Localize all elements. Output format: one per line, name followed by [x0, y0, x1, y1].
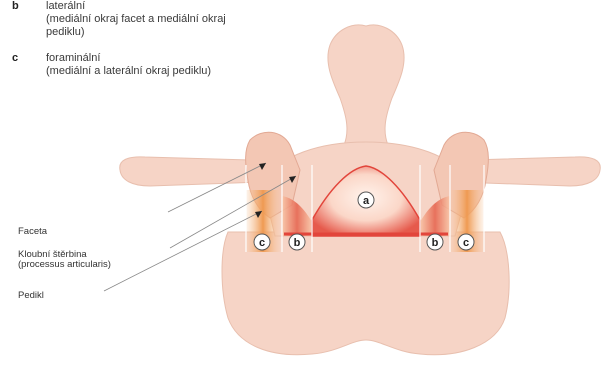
transverse-process-left: [120, 157, 262, 186]
callout-kloubni-sterbina: Kloubní štěrbina: [18, 249, 87, 260]
callout-faceta-subtitle: (processus articularis): [18, 259, 111, 270]
zone-b-left-label: b: [294, 237, 301, 249]
callout-faceta-title: Faceta: [18, 226, 111, 237]
legend-key: b: [12, 0, 19, 12]
zone-b-right-marker: b: [427, 234, 443, 250]
legend-key: c: [12, 52, 18, 64]
legend-detail: (mediální a laterální okraj pediklu): [46, 65, 211, 77]
zone-a-marker: a: [358, 192, 374, 208]
spinous-process: [328, 25, 404, 145]
zone-c-right-label: c: [463, 237, 469, 249]
legend-title: foraminální: [46, 52, 100, 64]
legend-detail-cont: pediklu): [46, 26, 85, 38]
zone-c-left-marker: c: [254, 234, 270, 250]
zone-b-left-marker: b: [289, 234, 305, 250]
zone-b-right-label: b: [432, 237, 439, 249]
callout-pedikl: Pedikl: [18, 290, 44, 301]
zone-c-right-marker: c: [458, 234, 474, 250]
legend-title: laterální: [46, 0, 85, 12]
callout-faceta: Faceta (processus articularis): [18, 204, 111, 292]
legend-detail: (mediální okraj facet a mediální okraj: [46, 13, 226, 25]
zone-a-label: a: [363, 195, 370, 207]
zone-c-left-label: c: [259, 237, 265, 249]
